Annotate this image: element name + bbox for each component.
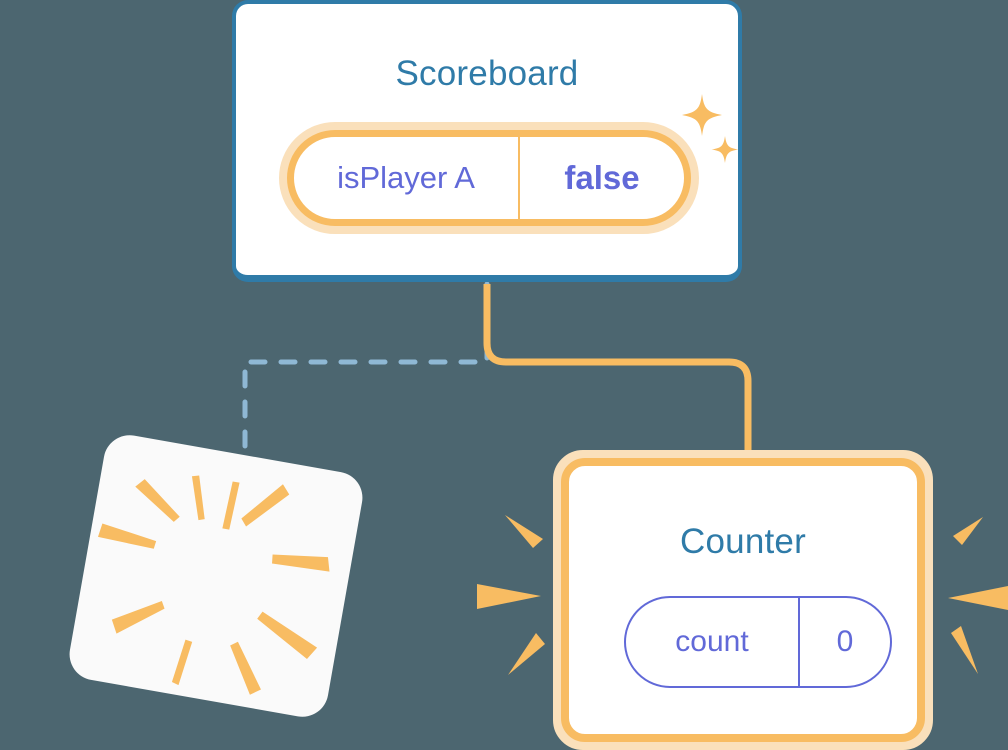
connector-solid-scoreboard-to-counter [483, 284, 752, 452]
burst-ray-icon [135, 479, 180, 522]
burst-ray-icon [241, 484, 290, 527]
burst-ray-icon [257, 611, 318, 660]
burst-ray-icon [508, 633, 545, 675]
burst-ray-icon [97, 523, 157, 549]
burst-ray-icon [272, 554, 330, 572]
counter-card[interactable]: Counter count 0 [553, 450, 933, 750]
burst-ray-icon [111, 600, 165, 634]
counter-card-surface: Counter count 0 [561, 458, 925, 742]
counter-property-value: 0 [836, 625, 854, 658]
burst-ray-icon [171, 639, 193, 686]
burst-ray-icon [953, 517, 983, 545]
burst-ray-icon [191, 475, 205, 521]
scoreboard-property-pill-glow: isPlayer A false [279, 122, 699, 234]
burst-ray-icon [230, 641, 261, 695]
burst-ray-icon [477, 584, 541, 609]
counter-property-pill[interactable]: count 0 [624, 596, 892, 688]
burst-ray-icon [222, 481, 240, 530]
burst-rays-group [97, 475, 330, 695]
burst-ray-icon [505, 515, 543, 548]
burst-ray-icon [948, 586, 1008, 610]
scoreboard-property-pill[interactable]: isPlayer A false [287, 130, 691, 226]
counter-property-key: count [626, 598, 800, 686]
scoreboard-property-value: false [564, 159, 640, 196]
burst-ray-icon [951, 626, 978, 674]
tilted-burst-card[interactable] [65, 431, 367, 721]
scoreboard-property-key: isPlayer A [294, 137, 520, 219]
scoreboard-card[interactable]: Scoreboard isPlayer A false [232, 0, 742, 282]
counter-card-title: Counter [680, 522, 806, 561]
scoreboard-card-title: Scoreboard [395, 54, 579, 93]
